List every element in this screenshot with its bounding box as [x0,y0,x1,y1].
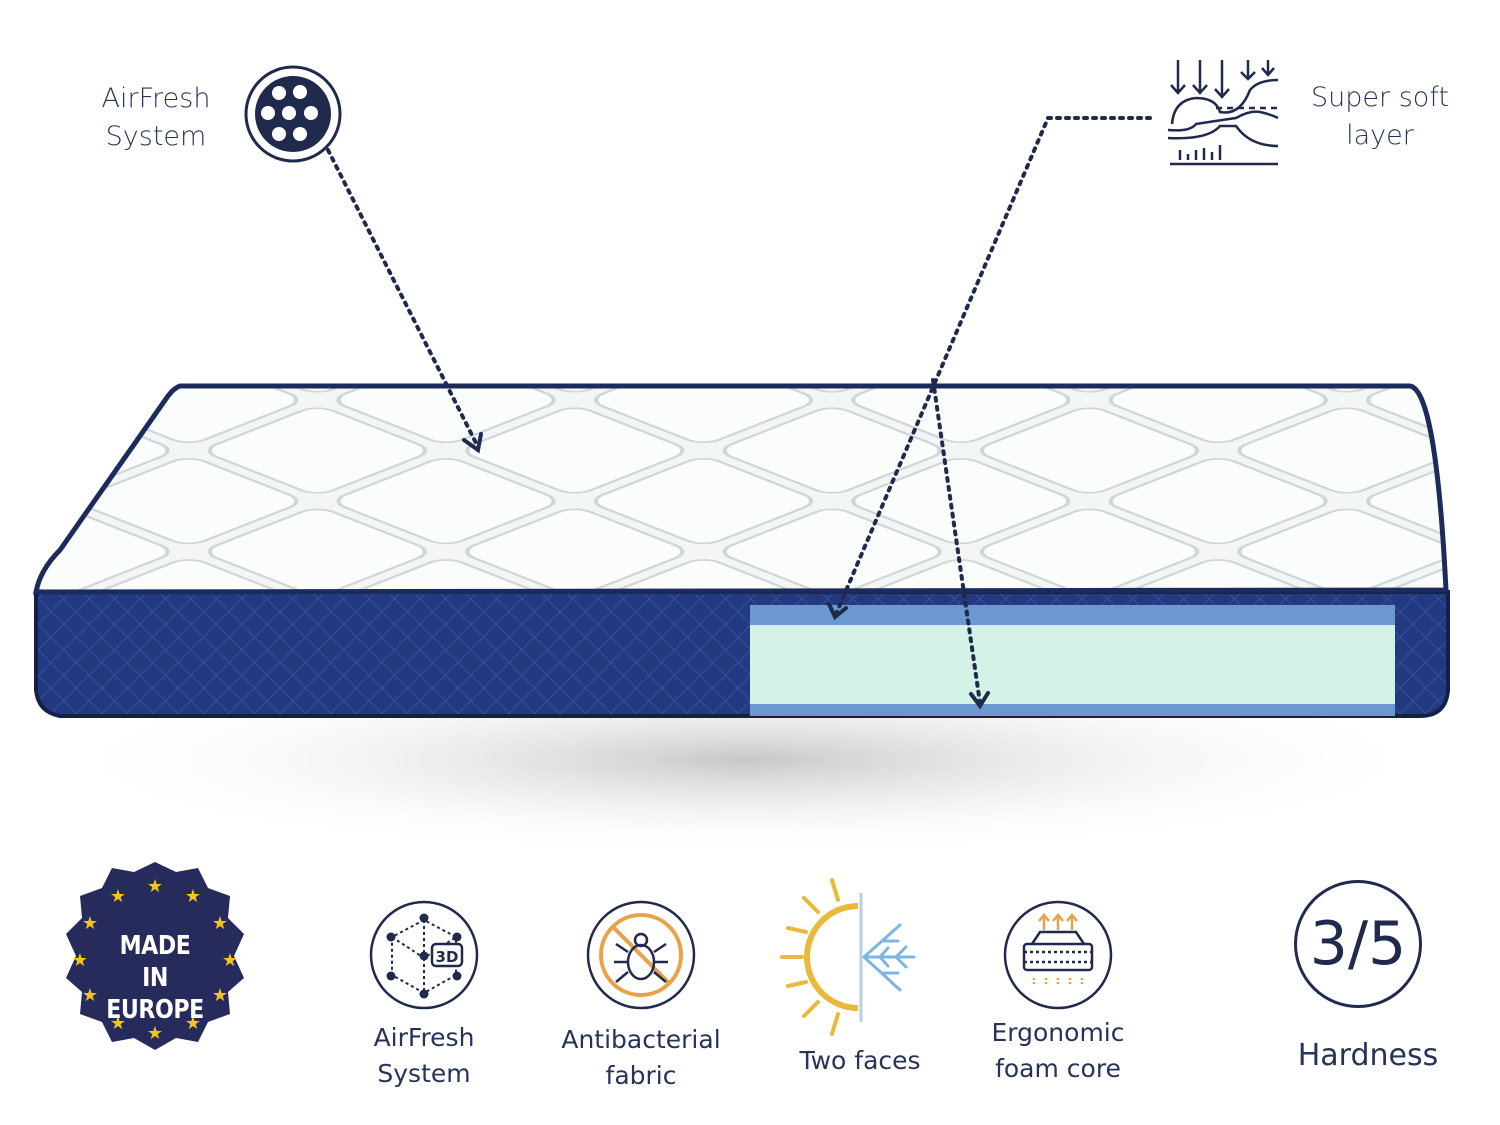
feature-airfresh-line2: System [377,1059,471,1088]
pressure-layer-icon [1167,60,1279,166]
svg-text:★: ★ [185,886,201,907]
feature-antibacterial-line1: Antibacterial [561,1025,721,1054]
callout-arrows [326,116,1152,705]
svg-text:★: ★ [212,985,228,1006]
feature-airfresh-label: AirFresh System [344,1020,504,1092]
layer-cutaway [750,605,1395,716]
svg-text:★: ★ [185,1013,201,1034]
svg-text:★: ★ [82,985,98,1006]
feature-foam-core-line1: Ergonomic [991,1018,1125,1047]
svg-text:★: ★ [82,913,98,934]
foam-core-icon [1003,900,1113,1010]
feature-antibacterial-label: Antibacterial fabric [551,1022,731,1094]
svg-text:★: ★ [212,913,228,934]
svg-text:★: ★ [110,886,126,907]
svg-text:★: ★ [147,876,163,897]
feature-two-faces-line1: Two faces [799,1046,921,1075]
perforated-circle-icon [244,65,342,163]
no-mite-icon [586,900,696,1010]
hardness-label: Hardness [1297,1038,1439,1073]
svg-text:★: ★ [72,950,88,971]
airfresh-callout-label: AirFresh System [86,80,226,156]
airfresh-callout-line1: AirFresh [101,83,211,114]
soft-layer-callout-line1: Super soft [1311,82,1449,113]
feature-foam-core-line2: foam core [995,1054,1121,1083]
svg-text:★: ★ [222,950,238,971]
soft-layer-callout-line2: layer [1346,120,1414,151]
made-in-europe-badge: MADE IN EUROPE [104,930,206,1026]
hardness-rating: 3/5 [1294,880,1422,1008]
eu-stars-badge: ★ ★ ★ ★ ★ ★ ★ ★ ★ ★ ★ ★ [66,862,244,1050]
svg-text:3D: 3D [436,948,459,966]
soft-layer-callout-label: Super soft layer [1300,79,1460,155]
cube-3d-icon: 3D [369,900,479,1010]
mattress-top [33,383,1449,595]
feature-foam-core-label: Ergonomic foam core [968,1015,1148,1087]
hardness-value: 3/5 [1309,909,1407,979]
svg-text:★: ★ [110,1013,126,1034]
feature-airfresh-line1: AirFresh [373,1023,475,1052]
badge-line1: MADE IN [119,931,191,993]
feature-two-faces-label: Two faces [780,1043,940,1079]
sun-snowflake-icon [780,878,916,1036]
feature-antibacterial-line2: fabric [605,1061,677,1090]
svg-text:★: ★ [147,1023,163,1044]
badge-line2: EUROPE [106,995,204,1025]
airfresh-callout-line2: System [105,121,207,152]
